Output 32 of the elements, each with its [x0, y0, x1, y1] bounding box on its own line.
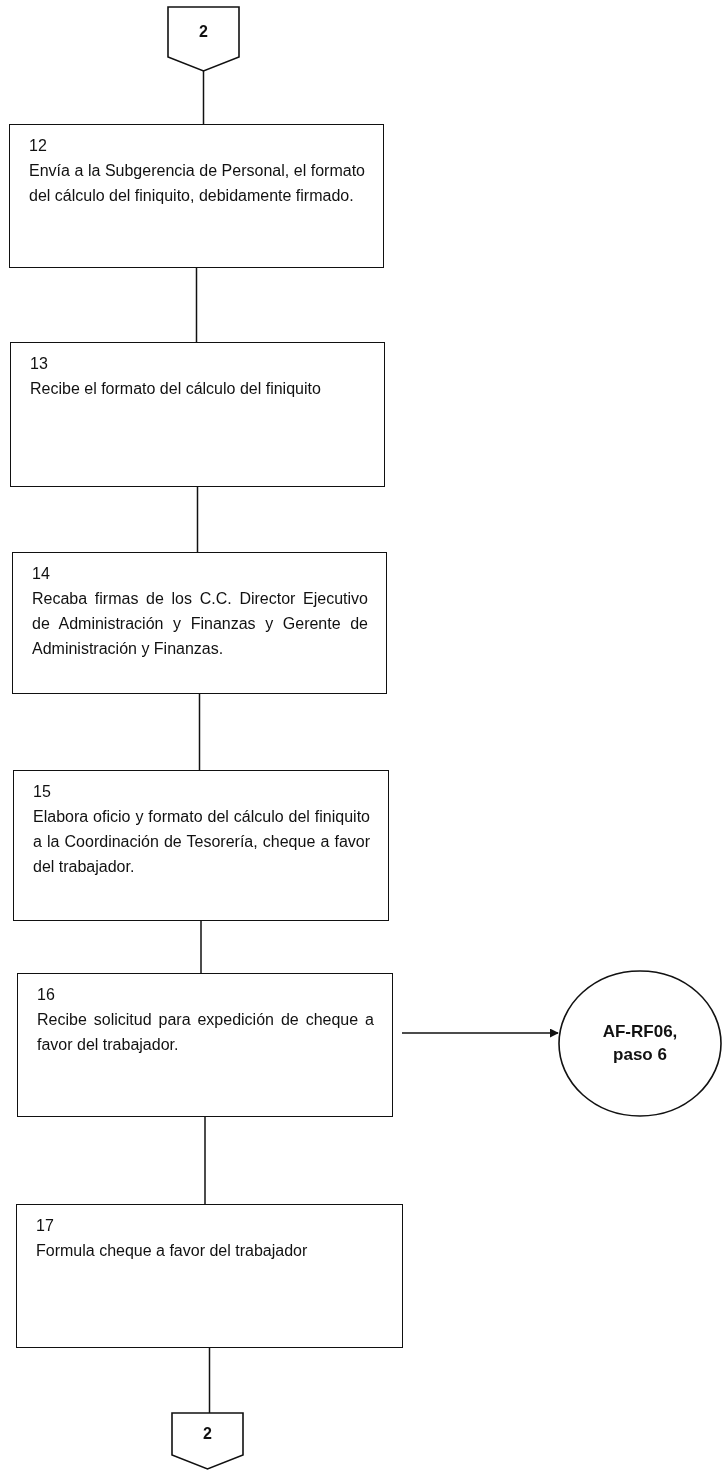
process-box: [16, 1204, 403, 1348]
step-description: Recibe el formato del cálculo del finiquito: [30, 379, 322, 399]
process-box: [12, 552, 387, 694]
process-box: [9, 124, 384, 268]
step-number: 15: [33, 782, 52, 802]
step-description: Recibe solicitud para expedición de cheque a favor del trabajador.: [37, 1010, 374, 1055]
off-page-connector: [172, 1413, 243, 1469]
step-number: 14: [32, 564, 51, 584]
arrow: [401, 1028, 559, 1038]
step-number: 16: [37, 985, 56, 1005]
connector-line: [195, 267, 198, 343]
step-description: Recaba firmas de los C.C. Director Ejecutivo de Administración y Finanzas y Gerente de Administración y Finanzas.: [32, 589, 368, 659]
process-box: [13, 770, 389, 921]
connector-label: 2: [202, 1423, 213, 1444]
step-description: Elabora oficio y formato del cálculo del finiquito a la Coordinación de Tesorería, cheque a favor del trabajador.: [33, 807, 370, 877]
step-description: Envía a la Subgerencia de Personal, el formato del cálculo del finiquito, debidamente firmado.: [29, 161, 365, 206]
reference-circle: [558, 970, 722, 1117]
step-number: 12: [29, 136, 48, 156]
connector-line: [202, 70, 205, 125]
step-number: 17: [36, 1216, 55, 1236]
connector-line: [200, 920, 202, 974]
connector-line: [208, 1347, 211, 1414]
process-box: [17, 973, 393, 1117]
connector-line: [204, 1116, 206, 1205]
connector-label: 2: [198, 21, 209, 42]
connector-line: [198, 693, 201, 771]
step-number: 13: [30, 354, 49, 374]
off-page-connector: [168, 7, 239, 71]
step-description: Formula cheque a favor del trabajador: [36, 1241, 309, 1261]
reference-label: AF-RF06, paso 6: [601, 1021, 679, 1066]
connector-line: [196, 486, 199, 553]
process-box: [10, 342, 385, 487]
